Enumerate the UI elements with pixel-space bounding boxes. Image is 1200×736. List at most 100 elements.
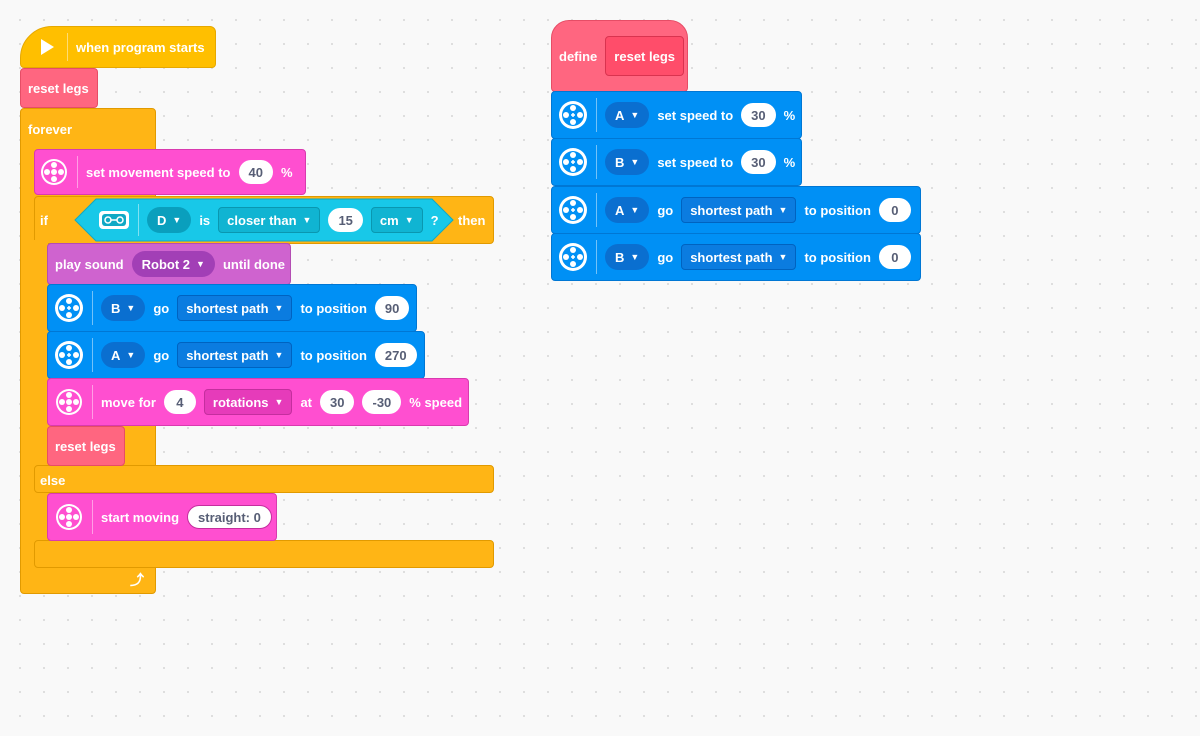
when-program-starts-block[interactable]: when program starts — [20, 26, 216, 68]
chevron-down-icon: ▼ — [630, 252, 640, 262]
sensor-port-dropdown[interactable]: D▼ — [147, 207, 192, 233]
to-position-label: to position — [300, 347, 367, 363]
start-moving-label: start moving — [101, 509, 180, 525]
is-label: is — [199, 212, 211, 228]
reset-legs-call-1[interactable]: reset legs — [20, 68, 98, 108]
unit-value: rotations — [212, 394, 269, 410]
right-speed-input[interactable]: -30 — [362, 390, 402, 414]
then-label: then — [458, 213, 486, 228]
path-dropdown[interactable]: shortest path ▼ — [681, 197, 797, 223]
chevron-down-icon: ▼ — [778, 205, 788, 215]
motor-icon — [558, 147, 588, 177]
steering-input[interactable]: straight: 0 — [187, 505, 272, 529]
b-go-block[interactable]: B▼ go shortest path▼ to position 0 — [551, 233, 921, 281]
motor-port-value: B — [615, 249, 625, 265]
motor-port-dropdown[interactable]: A▼ — [101, 342, 146, 368]
position-value-input[interactable]: 270 — [374, 343, 417, 367]
speed-value-input[interactable]: 30 — [741, 103, 776, 127]
distance-value-input[interactable]: 15 — [328, 208, 363, 232]
chevron-down-icon: ▼ — [630, 205, 640, 215]
comparison-dropdown[interactable]: closer than ▼ — [218, 207, 321, 233]
chevron-down-icon: ▼ — [630, 157, 640, 167]
play-sound-label: play sound — [55, 256, 124, 272]
else-label: else — [40, 473, 66, 488]
chevron-down-icon: ▼ — [274, 303, 284, 313]
motor-icon — [558, 100, 588, 130]
movement-icon — [54, 502, 84, 532]
motor-port-value: A — [615, 202, 625, 218]
motor-port-value: A — [111, 347, 121, 363]
move-for-block[interactable]: move for 4 rotations ▼ at 30 -30 % speed — [47, 378, 469, 426]
comparison-value: closer than — [227, 212, 297, 228]
left-speed-input[interactable]: 30 — [320, 390, 355, 414]
path-value: shortest path — [690, 249, 773, 265]
path-value: shortest path — [186, 300, 269, 316]
chevron-down-icon: ▼ — [126, 350, 136, 360]
a-set-speed-block[interactable]: A▼ set speed to 30 % — [551, 91, 802, 139]
set-speed-label: set movement speed to — [86, 164, 231, 180]
distance-sensor-condition[interactable]: D▼ is closer than▼ 15 cm▼ ? — [74, 198, 454, 242]
motor-port-dropdown[interactable]: B▼ — [605, 244, 650, 270]
motor-port-dropdown[interactable]: B▼ — [101, 295, 146, 321]
speed-value-input[interactable]: 30 — [741, 150, 776, 174]
a-go-block[interactable]: A▼ go shortest path▼ to position 0 — [551, 186, 921, 234]
path-dropdown[interactable]: shortest path ▼ — [681, 244, 797, 270]
chevron-down-icon: ▼ — [126, 303, 136, 313]
procedure-name[interactable]: reset legs — [605, 36, 684, 76]
position-value-input[interactable]: 90 — [374, 296, 410, 320]
chevron-down-icon: ▼ — [302, 215, 312, 225]
define-block[interactable]: define reset legs — [551, 20, 688, 92]
movement-icon — [54, 387, 84, 417]
sound-value: Robot 2 — [141, 256, 191, 272]
move-for-label: move for — [101, 394, 156, 410]
position-value-input[interactable]: 0 — [878, 245, 911, 269]
chevron-down-icon: ▼ — [404, 215, 414, 225]
b-set-speed-block[interactable]: B▼ set speed to 30 % — [551, 138, 802, 186]
if-else-left-arm — [34, 240, 48, 566]
motor-b-go-block[interactable]: B▼ go shortest path▼ to position 90 — [47, 284, 417, 332]
speed-suffix-label: % speed — [409, 394, 463, 410]
chevron-down-icon: ▼ — [172, 215, 182, 225]
amount-input[interactable]: 4 — [163, 390, 196, 414]
motor-port-dropdown[interactable]: A▼ — [605, 197, 650, 223]
chevron-down-icon: ▼ — [630, 110, 640, 120]
path-dropdown[interactable]: shortest path▼ — [177, 342, 293, 368]
speed-value-input[interactable]: 40 — [238, 160, 273, 184]
motor-port-value: A — [615, 107, 625, 123]
set-speed-label: set speed to — [657, 154, 734, 170]
motor-icon — [54, 293, 84, 323]
at-label: at — [300, 394, 313, 410]
motor-port-value: B — [111, 300, 121, 316]
movement-icon — [39, 157, 69, 187]
motor-icon — [558, 195, 588, 225]
chevron-down-icon: ▼ — [274, 397, 284, 407]
motor-port-dropdown[interactable]: A▼ — [605, 102, 650, 128]
motor-a-go-block[interactable]: A▼ go shortest path▼ to position 270 — [47, 331, 425, 379]
unit-dropdown[interactable]: cm ▼ — [370, 207, 423, 233]
chevron-down-icon: ▼ — [778, 252, 788, 262]
to-position-label: to position — [804, 249, 871, 265]
position-value-input[interactable]: 0 — [878, 198, 911, 222]
forever-label: forever — [28, 122, 73, 137]
reset-legs-label: reset legs — [55, 438, 116, 454]
unit-dropdown[interactable]: rotations ▼ — [203, 389, 293, 415]
set-speed-label: set speed to — [657, 107, 734, 123]
sound-dropdown[interactable]: Robot 2▼ — [131, 251, 215, 277]
start-moving-block[interactable]: start moving straight: 0 — [47, 493, 277, 541]
unit-value: cm — [379, 212, 399, 228]
sensor-port-value: D — [157, 212, 167, 228]
set-movement-speed-block[interactable]: set movement speed to 40 % — [34, 149, 306, 195]
hat-label: when program starts — [76, 39, 205, 55]
motor-port-value: B — [615, 154, 625, 170]
path-dropdown[interactable]: shortest path ▼ — [177, 295, 293, 321]
chevron-down-icon: ▼ — [274, 350, 284, 360]
play-sound-block[interactable]: play sound Robot 2▼ until done — [47, 243, 291, 285]
path-value: shortest path — [690, 202, 773, 218]
to-position-label: to position — [804, 202, 871, 218]
speed-unit: % — [783, 107, 796, 123]
reset-legs-call-2[interactable]: reset legs — [47, 426, 125, 466]
speed-unit: % — [280, 164, 293, 180]
go-label: go — [153, 347, 170, 363]
motor-port-dropdown[interactable]: B▼ — [605, 149, 650, 175]
if-label: if — [40, 213, 48, 228]
